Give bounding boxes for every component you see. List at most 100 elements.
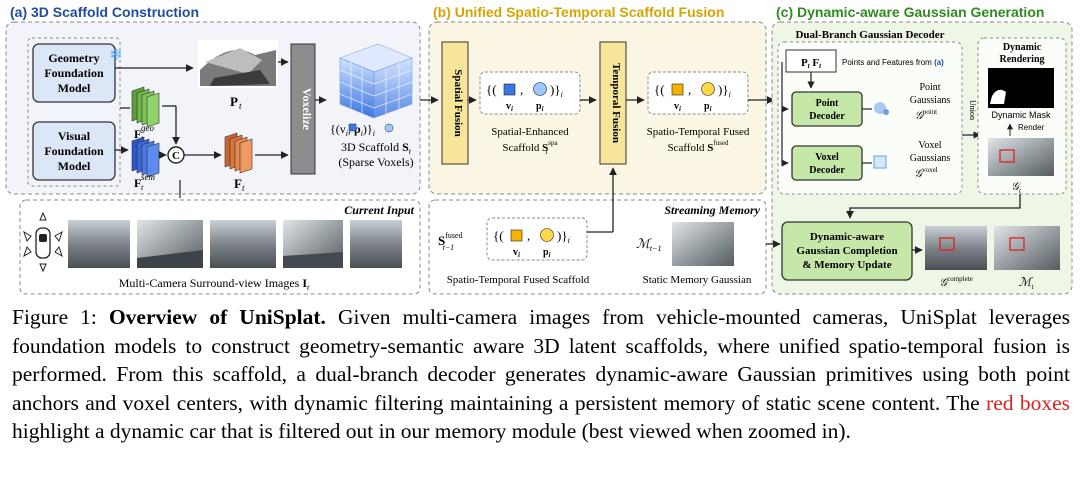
caption-label: Figure 1: — [12, 305, 97, 329]
panel-a-title: (a) 3D Scaffold Construction — [10, 4, 199, 20]
svg-text:,: , — [527, 228, 530, 243]
svg-text:pi: pi — [536, 101, 544, 113]
multicam-label: Multi-Camera Surround-view Images — [119, 276, 300, 290]
voxel-gaussian-cube — [873, 155, 887, 169]
spatial-enhanced-line2: Scaffold — [502, 142, 540, 154]
svg-text:Scaffold Sfused: Scaffold Sfused — [667, 139, 729, 154]
svg-text:F: F — [134, 176, 141, 190]
voxelize-label: Voxelize — [300, 88, 314, 131]
dynamic-mask-label: Dynamic Mask — [991, 110, 1051, 120]
dynamic-rendering-line1: Dynamic — [1003, 42, 1042, 53]
points-features-label: Points and Features from — [842, 58, 932, 67]
svg-text:3D Scaffold St: 3D Scaffold St — [341, 140, 412, 156]
dynamic-rendering-line2: Rendering — [1000, 54, 1045, 65]
geometry-foundation-model — [32, 43, 116, 103]
current-input-label: Current Input — [344, 203, 414, 217]
figure-caption: Figure 1: Overview of UniSplat. Given mu… — [12, 303, 1070, 446]
point-cloud-pt — [198, 40, 278, 88]
panel-b-title: (b) Unified Spatio-Temporal Scaffold Fus… — [433, 4, 724, 20]
memory-gaussian-image — [672, 222, 734, 266]
point-decoder-line1: Point — [816, 98, 839, 109]
geometry-model-line2: Foundation — [44, 66, 104, 80]
svg-text:vi: vi — [674, 101, 681, 113]
geometry-model-line3: Model — [58, 81, 91, 95]
caption-part2: highlight a dynamic car that is filtered… — [12, 419, 851, 443]
foundation-models-group — [27, 37, 121, 187]
visual-foundation-model — [32, 121, 116, 181]
svg-text:)}i: )}i — [718, 82, 731, 99]
f-geo-superscript: geo — [141, 123, 154, 133]
point-decoder-line2: Decoder — [809, 111, 845, 122]
unisplat-overview-diagram: (a) 3D Scaffold Construction Geometry Fo… — [5, 4, 1073, 295]
st-fused-line1: Spatio-Temporal Fused — [647, 126, 750, 138]
svg-text:ℳt: ℳt — [1019, 275, 1035, 291]
st-fused-prev-set — [486, 217, 588, 261]
ft-label: F — [234, 176, 242, 191]
caption-red-boxes: red boxes — [986, 390, 1071, 415]
sparse-voxel-grid — [339, 43, 413, 119]
complete-red-box — [939, 237, 955, 251]
f-sem-superscript: sem — [141, 172, 155, 182]
geometry-model-line1: Geometry — [48, 51, 99, 65]
st-fused-line2: Scaffold — [667, 142, 705, 154]
svg-text:{(: {( — [486, 82, 497, 97]
surround-view-images — [68, 220, 402, 268]
temporal-fusion-label: Temporal Fusion — [610, 63, 622, 143]
completion-line1: Dynamic-aware — [810, 231, 884, 243]
svg-text:Pt Ft: Pt Ft — [801, 57, 822, 70]
voxel-decoder-line1: Voxel — [815, 152, 839, 163]
pt-label: P — [230, 94, 238, 109]
dynamic-car-red-box — [999, 149, 1015, 163]
svg-text:vi: vi — [513, 247, 520, 259]
temporal-fusion-block — [599, 41, 627, 165]
f-sem-feature-stack — [131, 136, 160, 178]
scaffold-sub: (Sparse Voxels) — [338, 155, 413, 169]
memory-red-box — [1009, 237, 1025, 251]
scaffold-label: 3D Scaffold — [341, 140, 399, 154]
voxelize-block — [290, 43, 316, 175]
point-gaussian-blob — [874, 102, 886, 114]
voxel-decoder-line2: Decoder — [809, 165, 845, 176]
svg-text:t: t — [141, 183, 144, 192]
concat-symbol: C — [172, 150, 180, 162]
panel-b-box — [428, 21, 767, 195]
svg-text:pi: pi — [543, 247, 551, 259]
vehicle-camera-icon — [23, 211, 63, 273]
st-fused-set — [647, 71, 749, 115]
st-fused-prev-label: Spatio-Temporal Fused Scaffold — [447, 274, 590, 286]
spatial-enhanced-line1: Spatial-Enhanced — [491, 126, 569, 138]
svg-text:pi: pi — [704, 101, 712, 113]
ft-feature-stack — [224, 132, 253, 174]
svg-text:)}i: )}i — [550, 82, 563, 99]
render-label: Render — [1018, 123, 1045, 132]
decoder-title: Dual-Branch Gaussian Decoder — [795, 29, 944, 41]
svg-text:Points and Features from (a): Points and Features from (a) — [842, 58, 944, 67]
visual-model-line2: Foundation — [44, 144, 104, 158]
points-ref: (a) — [934, 58, 944, 67]
svg-text:,: , — [520, 82, 523, 97]
svg-text:𝒢t: 𝒢t — [1011, 181, 1022, 195]
completion-line2: Gaussian Completion — [796, 245, 897, 257]
snowflake-icon: ❄ — [109, 47, 122, 64]
voxel-gaussians-line1: Voxel — [918, 140, 941, 151]
svg-text:{(: {( — [654, 82, 665, 97]
spatial-fusion-label: Spatial Fusion — [452, 69, 464, 137]
f-geo-feature-stack — [131, 86, 160, 128]
visual-model-line1: Visual — [58, 129, 91, 143]
spatial-enhanced-set — [479, 71, 581, 115]
rendered-gt-image — [988, 138, 1054, 176]
memory-mt-image — [994, 226, 1060, 270]
point-gaussians-line1: Point — [919, 82, 940, 93]
svg-text:t: t — [242, 183, 245, 193]
svg-text:vi: vi — [506, 101, 513, 113]
caption-bold: Overview of UniSplat. — [108, 305, 326, 329]
spatial-fusion-block — [441, 41, 469, 165]
streaming-memory-label: Streaming Memory — [664, 203, 760, 217]
panel-c-title: (c) Dynamic-aware Gaussian Generation — [776, 4, 1044, 20]
voxel-gaussians-line2: Gaussians — [910, 153, 951, 164]
union-label: Union — [968, 100, 977, 120]
svg-text:F: F — [134, 127, 141, 141]
caption-part1: Given multi-camera images from vehicle-m… — [12, 305, 1071, 415]
svg-text:t: t — [239, 101, 242, 111]
point-gaussians-line2: Gaussians — [910, 95, 951, 106]
